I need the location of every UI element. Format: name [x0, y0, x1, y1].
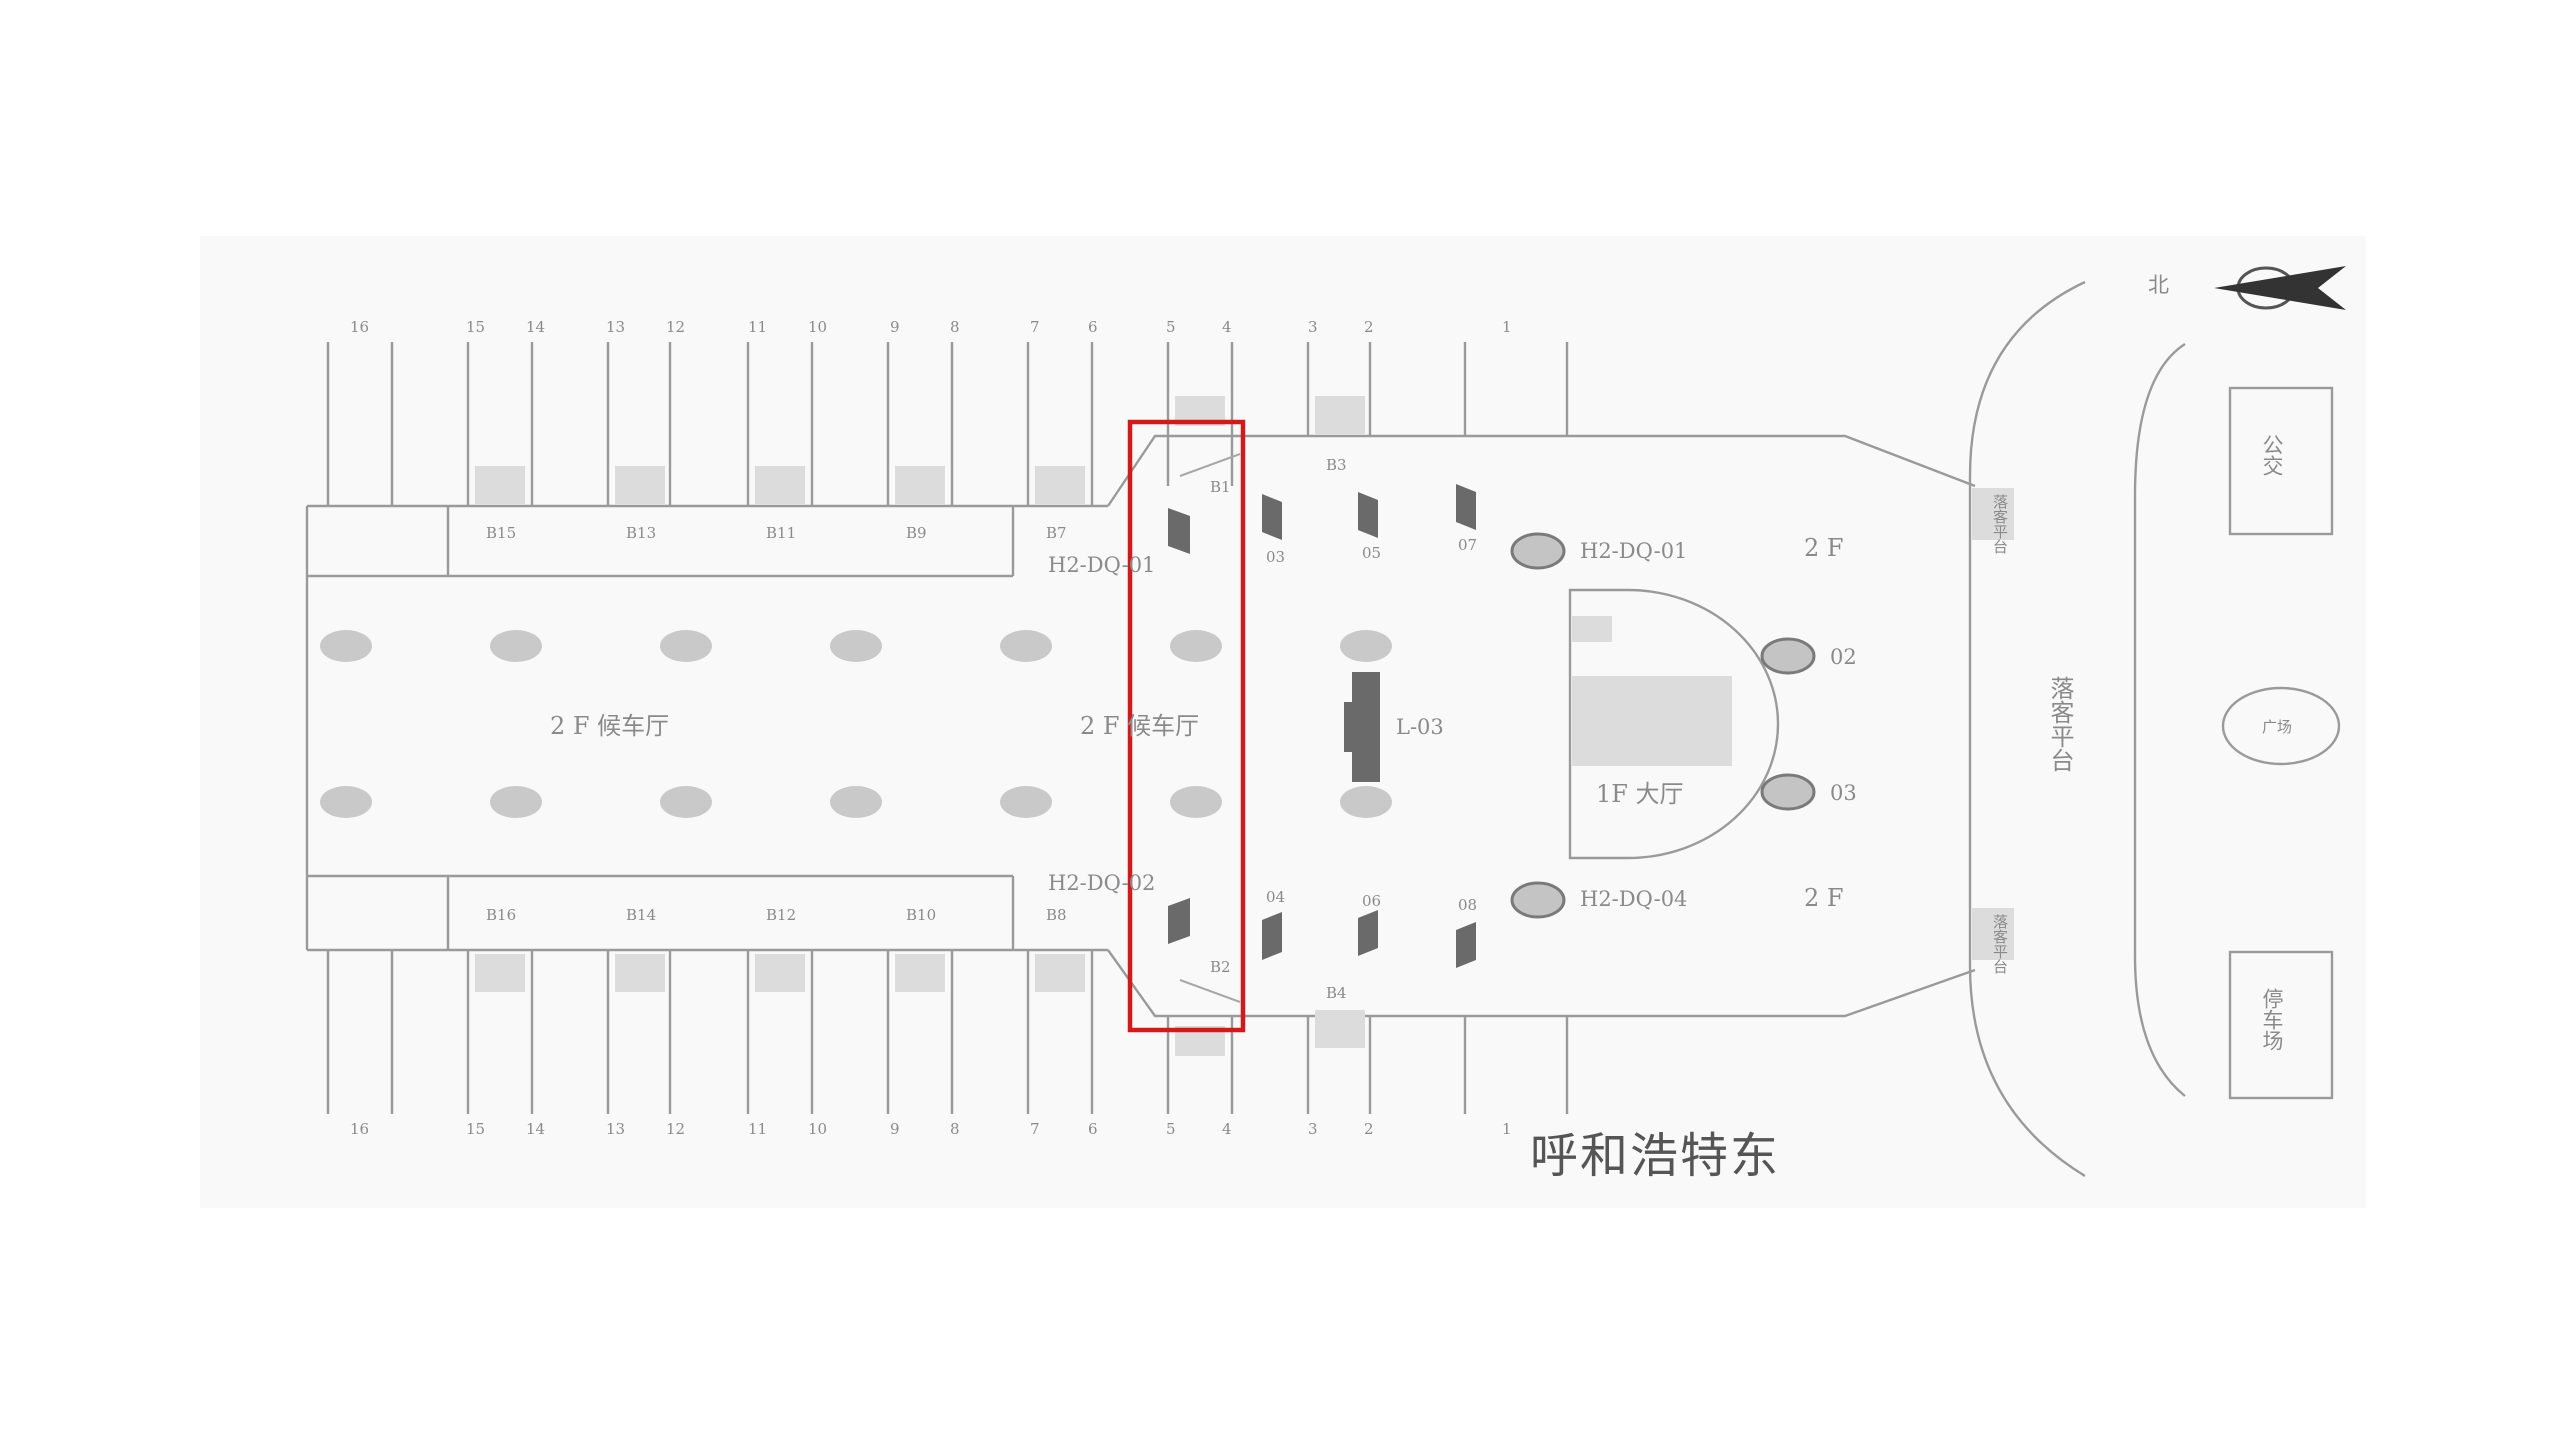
label-device-08: 08 [1458, 896, 1477, 914]
track-number-top-16: 16 [350, 318, 369, 336]
label-round-02: 02 [1830, 645, 1857, 669]
track-numbers-top: 16 15 14 13 12 11 10 9 8 7 6 5 4 3 2 1 [350, 318, 1512, 336]
floor-tag-north: 2 F [1804, 534, 1844, 562]
track-number-bottom-7: 7 [1030, 1120, 1040, 1138]
track-number-bottom-15: 15 [466, 1120, 485, 1138]
platform-side-top: 落客平台 [1991, 494, 2009, 554]
track-number-top-11: 11 [748, 318, 767, 336]
floor-tag-south: 2 F [1804, 884, 1844, 912]
central-staircase [1572, 676, 1732, 766]
forecourt [1968, 280, 2341, 1178]
track-number-top-9: 9 [890, 318, 900, 336]
station-name: 呼和浩特东 [1530, 1128, 1780, 1184]
highlight-box [1127, 419, 1246, 1033]
gate-label-b16: B16 [486, 906, 516, 924]
track-number-top-7: 7 [1030, 318, 1040, 336]
label-l03: L-03 [1396, 715, 1444, 739]
gate-b2-line [1179, 979, 1241, 1003]
track-number-bottom-4: 4 [1222, 1120, 1232, 1138]
west-hall-label: 2 F 候车厅 [550, 712, 669, 740]
center-hall-label: 2 F 候车厅 [1080, 712, 1199, 740]
track-number-bottom-5: 5 [1166, 1120, 1176, 1138]
track-number-top-1: 1 [1502, 318, 1512, 336]
gate-b1-line [1179, 453, 1241, 477]
label-device-05: 05 [1362, 544, 1381, 562]
pillars [320, 630, 1392, 818]
stairs-north [475, 396, 1365, 504]
track-number-top-14: 14 [526, 318, 545, 336]
track-number-bottom-16: 16 [350, 1120, 369, 1138]
track-number-bottom-3: 3 [1308, 1120, 1318, 1138]
track-number-bottom-13: 13 [606, 1120, 625, 1138]
gate-label-b3: B3 [1326, 456, 1347, 474]
gate-label-b7: B7 [1046, 524, 1067, 542]
label-device-07: 07 [1458, 536, 1477, 554]
track-number-top-6: 6 [1088, 318, 1098, 336]
track-numbers-bottom: 16 15 14 13 12 11 10 9 8 7 6 5 4 3 2 1 [350, 1120, 1512, 1138]
ground-hall-label: 1F 大厅 [1596, 780, 1684, 808]
track-number-bottom-2: 2 [1364, 1120, 1374, 1138]
track-number-bottom-10: 10 [808, 1120, 827, 1138]
gate-label-b10: B10 [906, 906, 936, 924]
stairs-south [475, 954, 1365, 1056]
track-number-top-5: 5 [1166, 318, 1176, 336]
compass-label: 北 [2148, 273, 2169, 297]
track-number-top-8: 8 [950, 318, 960, 336]
platform-stair-bottom [1972, 908, 2014, 960]
track-number-top-4: 4 [1222, 318, 1232, 336]
label-dq02-left: H2-DQ-02 [1048, 871, 1155, 895]
gate-label-b11: B11 [766, 524, 796, 542]
gate-label-b12: B12 [766, 906, 796, 924]
platform-label: 落客平台 [2046, 676, 2074, 772]
label-device-04: 04 [1266, 888, 1285, 906]
tracks-top [326, 342, 1569, 506]
gate-label-b15: B15 [486, 524, 516, 542]
track-number-top-12: 12 [666, 318, 685, 336]
north-arrow-icon [2214, 266, 2346, 310]
label-dq04-right: H2-DQ-04 [1580, 887, 1687, 911]
label-device-06: 06 [1362, 892, 1381, 910]
round-devices [1510, 532, 1816, 919]
gate-label-b9: B9 [906, 524, 927, 542]
ad-devices [1168, 484, 1476, 968]
building-outline [305, 434, 1976, 1018]
label-device-03: 03 [1266, 548, 1285, 566]
track-number-bottom-8: 8 [950, 1120, 960, 1138]
elevator-marker [1572, 616, 1612, 642]
track-number-top-15: 15 [466, 318, 485, 336]
track-number-top-2: 2 [1364, 318, 1374, 336]
track-number-bottom-11: 11 [748, 1120, 767, 1138]
label-dq01-left: H2-DQ-01 [1048, 553, 1155, 577]
gate-label-b4: B4 [1326, 984, 1347, 1002]
box-label-square: 广场 [2262, 718, 2292, 736]
box-label-parking: 停车场 [2260, 988, 2284, 1051]
track-number-bottom-6: 6 [1088, 1120, 1098, 1138]
label-round-03: 03 [1830, 781, 1857, 805]
gate-label-b14: B14 [626, 906, 656, 924]
label-gate-b1: B1 [1210, 478, 1231, 496]
label-dq01-right: H2-DQ-01 [1580, 539, 1687, 563]
tracks-bottom [326, 950, 1569, 1114]
track-number-top-3: 3 [1308, 318, 1318, 336]
platform-side-bottom: 落客平台 [1991, 914, 2009, 974]
gate-label-b13: B13 [626, 524, 656, 542]
track-number-top-13: 13 [606, 318, 625, 336]
platform-stair-top [1972, 488, 2014, 540]
track-number-bottom-9: 9 [890, 1120, 900, 1138]
track-number-bottom-14: 14 [526, 1120, 545, 1138]
track-number-bottom-1: 1 [1502, 1120, 1512, 1138]
track-number-bottom-12: 12 [666, 1120, 685, 1138]
gate-label-b8: B8 [1046, 906, 1067, 924]
label-gate-b2: B2 [1210, 958, 1231, 976]
track-number-top-10: 10 [808, 318, 827, 336]
box-label-bus: 公交 [2260, 434, 2284, 476]
